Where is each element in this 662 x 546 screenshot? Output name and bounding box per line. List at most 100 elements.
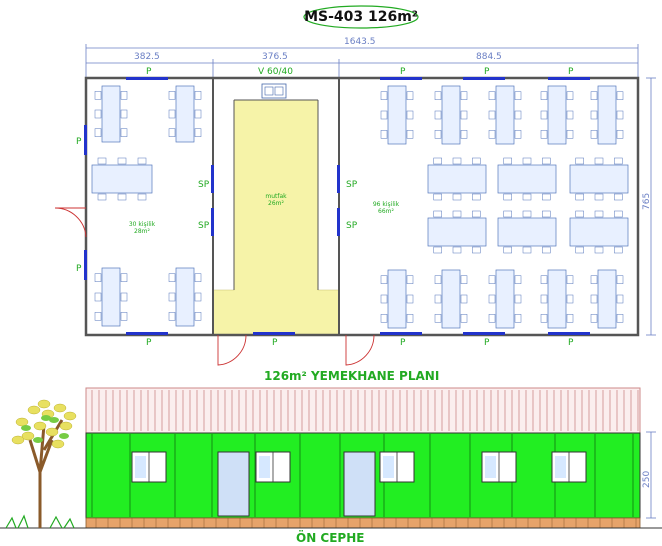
chair [120, 312, 128, 321]
leaf-green [49, 417, 59, 423]
chair [514, 294, 522, 304]
brick-lines [95, 518, 637, 528]
right-hall-area: 66m² [378, 208, 394, 215]
title-badge: MS-403 126m² [302, 4, 420, 30]
chair [168, 109, 176, 119]
chair [380, 130, 388, 139]
facade-window-pane [135, 456, 146, 478]
table-vertical [101, 85, 121, 143]
chair [542, 246, 551, 254]
dim-right-width: 884.5 [476, 52, 502, 62]
leaf-green [59, 433, 69, 439]
chair [575, 246, 584, 254]
window-horizontal [380, 77, 422, 80]
window-label-p: P [146, 67, 152, 77]
windows [84, 77, 590, 335]
chair [616, 294, 624, 304]
chair [488, 91, 496, 100]
window-vertical [84, 250, 87, 280]
chair [94, 109, 102, 119]
chair [433, 246, 442, 254]
leaf [45, 427, 59, 437]
window-vertical [337, 165, 340, 193]
window-horizontal [463, 332, 505, 335]
chair [117, 193, 127, 201]
elevation-caption: ÖN CEPHE [296, 531, 365, 545]
chair [594, 157, 604, 165]
facade-window-pane [259, 456, 270, 478]
chair [460, 275, 468, 284]
ventilation-label: V 60/40 [258, 67, 293, 77]
dim-middle-width: 376.5 [262, 52, 288, 62]
chair [514, 110, 522, 120]
chair [194, 312, 202, 321]
chair [503, 210, 512, 218]
leaf [51, 439, 65, 449]
left-hall-area: 28m² [134, 228, 150, 235]
table-horizontal [91, 164, 153, 194]
chair [575, 210, 584, 218]
leaf [53, 403, 67, 413]
chair [94, 273, 102, 282]
chair [168, 292, 176, 302]
window-vertical [337, 208, 340, 236]
chair [194, 128, 202, 137]
table-vertical [441, 269, 461, 329]
chair [452, 193, 462, 201]
chair [522, 210, 532, 218]
chair [460, 294, 468, 304]
facade-window-pane [485, 456, 496, 478]
chair [575, 157, 584, 165]
chair [380, 275, 388, 284]
kitchen-floor [212, 99, 340, 336]
chair [540, 110, 548, 120]
chair [94, 91, 102, 100]
chair [168, 312, 176, 321]
facade-window-pane [383, 456, 394, 478]
chair [566, 110, 574, 120]
chair [120, 273, 128, 282]
chair [514, 275, 522, 284]
window-label-p: P [76, 264, 82, 274]
chair [406, 130, 414, 139]
facade-elevation [0, 387, 662, 529]
chair [503, 246, 512, 254]
chair [540, 130, 548, 139]
chair [406, 91, 414, 100]
chair [594, 246, 604, 254]
roof-ribs [91, 390, 639, 431]
chair [542, 157, 551, 165]
chair [460, 130, 468, 139]
table-vertical [547, 269, 567, 329]
leaf [33, 421, 47, 431]
window-label-sp: SP [198, 180, 210, 190]
chair [616, 314, 624, 323]
chair [194, 273, 202, 282]
window-horizontal [463, 77, 505, 80]
table-horizontal [497, 217, 557, 247]
table-vertical [441, 85, 461, 145]
chair [616, 275, 624, 284]
tree-illustration [5, 399, 77, 529]
chair [120, 128, 128, 137]
chair [406, 294, 414, 304]
chair [590, 275, 598, 284]
facade-window-pane [555, 456, 566, 478]
chair [452, 157, 462, 165]
chair [137, 193, 147, 201]
left-hall-capacity: 30 kişilik [128, 221, 156, 228]
chair [194, 109, 202, 119]
window-horizontal [548, 332, 590, 335]
chair [434, 130, 442, 139]
window-horizontal [253, 332, 295, 335]
facade-door-left [217, 451, 250, 517]
plan-title: MS-403 126m² [304, 9, 418, 25]
plan-caption: 126m² YEMEKHANE PLANI [264, 369, 440, 383]
window-label-p: P [400, 338, 406, 348]
chair [434, 110, 442, 120]
chair [566, 314, 574, 323]
chair [434, 314, 442, 323]
window-label-p: P [272, 338, 278, 348]
leaf [37, 399, 51, 409]
leaf [21, 431, 35, 441]
